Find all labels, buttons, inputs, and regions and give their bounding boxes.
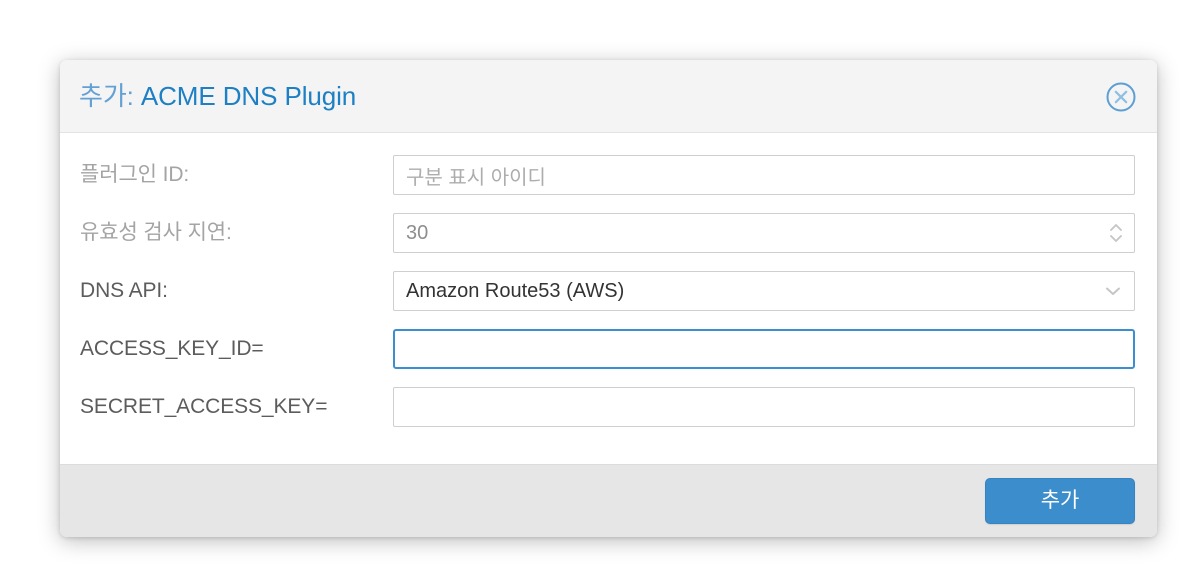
form-row-validation-delay: 유효성 검사 지연: 30	[80, 213, 1135, 253]
add-acme-dns-plugin-dialog: 추가: ACME DNS Plugin 플러그인 ID: 구분 표시 아이디	[60, 60, 1157, 537]
form-row-access-key-id: ACCESS_KEY_ID=	[80, 329, 1135, 369]
label-validation-delay: 유효성 검사 지연:	[80, 221, 232, 244]
field-wrap-access-key-id	[393, 329, 1135, 369]
label-access-key-id: ACCESS_KEY_ID=	[80, 337, 264, 360]
form-row-secret-access-key: SECRET_ACCESS_KEY=	[80, 387, 1135, 427]
field-wrap-plugin-id: 구분 표시 아이디	[393, 155, 1135, 195]
field-wrap-secret-access-key	[393, 387, 1135, 427]
form-row-dns-api: DNS API: Amazon Route53 (AWS)	[80, 271, 1135, 311]
secret-access-key-input[interactable]	[393, 387, 1135, 427]
dialog-body: 플러그인 ID: 구분 표시 아이디 유효성 검사 지연: 30	[60, 133, 1157, 464]
dialog-title-name: ACME DNS Plugin	[140, 81, 357, 111]
chevron-down-icon[interactable]	[1103, 285, 1123, 297]
field-wrap-validation-delay: 30	[393, 213, 1135, 253]
dialog-footer: 추가	[60, 464, 1157, 537]
field-wrap-dns-api: Amazon Route53 (AWS)	[393, 271, 1135, 311]
label-dns-api: DNS API:	[80, 279, 168, 302]
access-key-id-input[interactable]	[393, 329, 1135, 369]
plugin-id-placeholder: 구분 표시 아이디	[406, 166, 546, 189]
label-secret-access-key: SECRET_ACCESS_KEY=	[80, 395, 328, 418]
close-icon[interactable]	[1105, 81, 1137, 113]
form-row-plugin-id: 플러그인 ID: 구분 표시 아이디	[80, 155, 1135, 195]
label-plugin-id: 플러그인 ID:	[80, 163, 190, 186]
dns-api-selected-value: Amazon Route53 (AWS)	[406, 279, 625, 302]
plugin-id-input[interactable]: 구분 표시 아이디	[393, 155, 1135, 195]
validation-delay-input[interactable]: 30	[393, 213, 1135, 253]
dialog-title-prefix: 추가:	[79, 81, 134, 111]
dialog-title: 추가: ACME DNS Plugin	[79, 78, 356, 114]
submit-add-button[interactable]: 추가	[985, 478, 1135, 524]
dialog-header: 추가: ACME DNS Plugin	[60, 60, 1157, 133]
spinner-up-down-icon[interactable]	[1107, 220, 1125, 246]
dns-api-select[interactable]: Amazon Route53 (AWS)	[393, 271, 1135, 311]
validation-delay-value: 30	[406, 221, 429, 244]
